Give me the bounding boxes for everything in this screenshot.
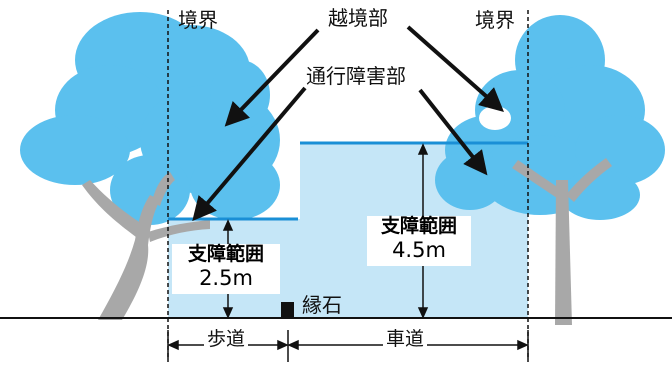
roadway-clearance-height: 4.5m	[392, 237, 446, 262]
sidewalk-clearance-box: 支障範囲 2.5m	[172, 243, 280, 294]
sidewalk-label: 歩道	[204, 330, 249, 349]
right-tree-trunk	[512, 158, 612, 325]
sidewalk-clearance-title: 支障範囲	[187, 243, 264, 265]
curb-label: 縁石	[302, 293, 342, 317]
clearance-step	[288, 219, 300, 317]
left-tree-canopy	[20, 12, 280, 225]
roadway-label: 車道	[383, 330, 428, 349]
encroachment-label: 越境部	[328, 6, 388, 30]
arrow-obstruction-left	[192, 86, 307, 222]
arrow-encroachment-left	[224, 28, 320, 127]
sidewalk-width-dimension	[167, 330, 289, 362]
curb-block	[281, 302, 294, 317]
roadway-clearance-box: 支障範囲 4.5m	[367, 215, 471, 266]
left-tree-trunk	[82, 172, 210, 320]
boundary-label-left: 境界	[178, 8, 218, 32]
pointer-arrows	[192, 25, 504, 222]
obstruction-label: 通行障害部	[306, 64, 406, 88]
arrow-obstruction-right	[418, 88, 488, 176]
arrow-encroachment-right	[406, 25, 504, 112]
boundary-label-right: 境界	[475, 8, 515, 32]
canopy-gap	[479, 106, 511, 130]
roadway-clearance-title: 支障範囲	[380, 215, 457, 237]
sidewalk-clearance-height: 2.5m	[199, 265, 253, 290]
